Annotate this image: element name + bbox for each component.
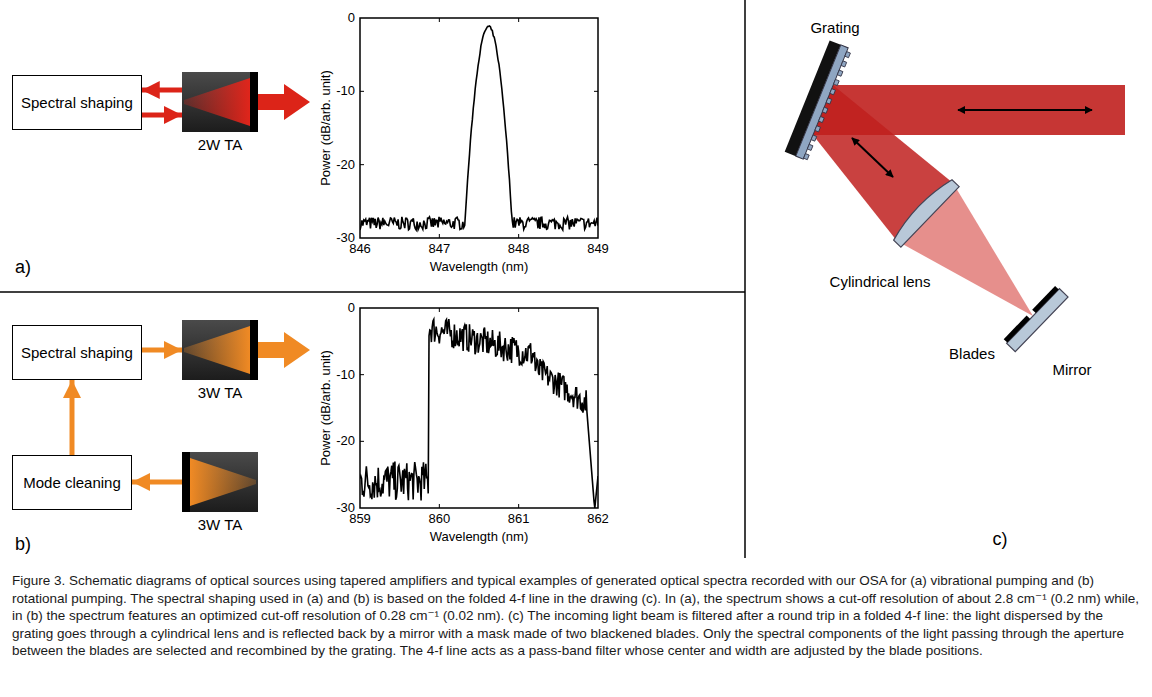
tapered-amplifier: 2W TA [182, 72, 258, 153]
panel-letter: c) [993, 530, 1008, 550]
blade [1032, 286, 1059, 313]
tick-label: 0 [348, 301, 355, 315]
round-trip-arrow [958, 109, 1092, 111]
part-label: Cylindrical lens [830, 274, 931, 291]
beam-arrow [142, 348, 182, 353]
output-beam-arrow [258, 332, 310, 368]
tapered-amplifier: 3W TA [182, 452, 258, 533]
tick-label: -20 [336, 158, 355, 172]
tick-label: 859 [349, 512, 371, 526]
tick-label: 848 [508, 242, 530, 256]
blade [1004, 315, 1031, 342]
round-trip-arrow [852, 138, 893, 177]
beam-arrow [142, 113, 182, 118]
beam-arrow [142, 88, 182, 93]
box-label: Mode cleaning [23, 474, 121, 491]
output-beam-arrow [256, 84, 310, 120]
panel-separator [0, 291, 745, 293]
tick-label: -10 [336, 368, 355, 382]
process-box: Mode cleaning [12, 455, 132, 510]
beam-arrow [132, 480, 182, 485]
amplifier-label: 3W TA [182, 384, 258, 401]
tick-label: 861 [508, 512, 530, 526]
panel-letter: a) [15, 258, 31, 278]
spectrum-plot [360, 308, 598, 508]
grating [785, 40, 852, 160]
beam-arrow [70, 380, 75, 455]
part-label: Blades [949, 346, 995, 363]
panel-separator [744, 0, 746, 558]
axis-title: Power (dB/arb. unit) [319, 350, 333, 466]
focused-beam [897, 183, 1033, 316]
amplifier-chip [182, 72, 258, 132]
amplifier-label: 2W TA [182, 136, 258, 153]
tick-label: 862 [587, 512, 609, 526]
tick-label: 847 [428, 242, 450, 256]
part-label: Grating [810, 20, 859, 37]
box-label: Spectral shaping [21, 94, 133, 111]
process-box: Spectral shaping [12, 325, 142, 380]
amplifier-chip [182, 320, 258, 380]
panel-letter: b) [15, 535, 31, 555]
amplifier-chip [182, 452, 258, 512]
axis-title: Wavelength (nm) [430, 260, 529, 274]
axis-title: Wavelength (nm) [430, 530, 529, 544]
box-label: Spectral shaping [21, 344, 133, 361]
figure-caption: Figure 3. Schematic diagrams of optical … [12, 572, 1140, 660]
part-label: Mirror [1052, 362, 1091, 379]
tick-label: 846 [349, 242, 371, 256]
spectrum-plot [360, 18, 598, 238]
tapered-amplifier: 3W TA [182, 320, 258, 401]
tick-label: 860 [428, 512, 450, 526]
tick-label: 849 [587, 242, 609, 256]
folded-4f-line [785, 40, 1125, 351]
tick-label: -10 [336, 84, 355, 98]
tick-label: 0 [348, 11, 355, 25]
amplifier-label: 3W TA [182, 516, 258, 533]
mirror [1003, 285, 1068, 351]
cylindrical-lens [890, 176, 960, 247]
tick-label: -20 [336, 434, 355, 448]
process-box: Spectral shaping [12, 75, 142, 130]
axis-title: Power (dB/arb. unit) [319, 70, 333, 186]
